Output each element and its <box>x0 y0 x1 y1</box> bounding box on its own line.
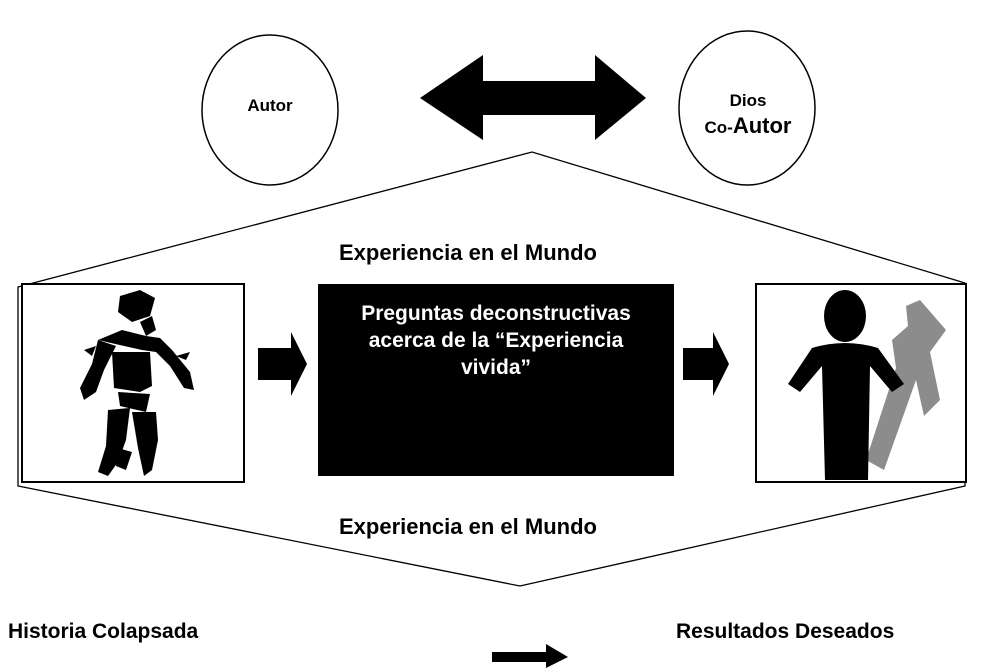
center-question-box <box>318 284 674 476</box>
cross-shadow-icon <box>866 300 946 470</box>
arrow-right-icon <box>492 644 568 668</box>
author-circle <box>201 34 339 186</box>
experience-top-label: Experiencia en el Mundo <box>339 240 597 265</box>
center-line-3: vivida” <box>460 356 532 379</box>
coauthor-prefix: Co- <box>704 117 733 137</box>
double-arrow-icon <box>420 55 646 140</box>
experience-bottom-label: Experiencia en el Mundo <box>339 514 597 539</box>
person-with-cross-icon <box>788 290 904 480</box>
experience-hexagon <box>17 151 966 587</box>
arrow-right-icon <box>683 332 729 396</box>
god-coauthor-label: Dios Co-Autor <box>700 91 796 138</box>
desired-results-label: Resultados Deseados <box>676 620 895 643</box>
deconstructive-questions-text: Preguntas deconstructivas acerca de la “… <box>318 300 674 381</box>
center-line-2: acerca de la “Experiencia <box>368 329 624 352</box>
arrow-right-icon <box>258 332 307 396</box>
center-line-1: Preguntas deconstructivas <box>361 302 631 325</box>
coauthor-main: Autor <box>732 112 792 138</box>
god-coauthor-circle <box>678 30 816 186</box>
collapsed-story-label: Historia Colapsada <box>8 620 199 643</box>
shattered-person-icon <box>80 290 194 476</box>
author-label: Autor <box>247 96 293 115</box>
coauthor-label: Co-Autor <box>700 113 796 138</box>
god-label: Dios <box>729 91 767 110</box>
